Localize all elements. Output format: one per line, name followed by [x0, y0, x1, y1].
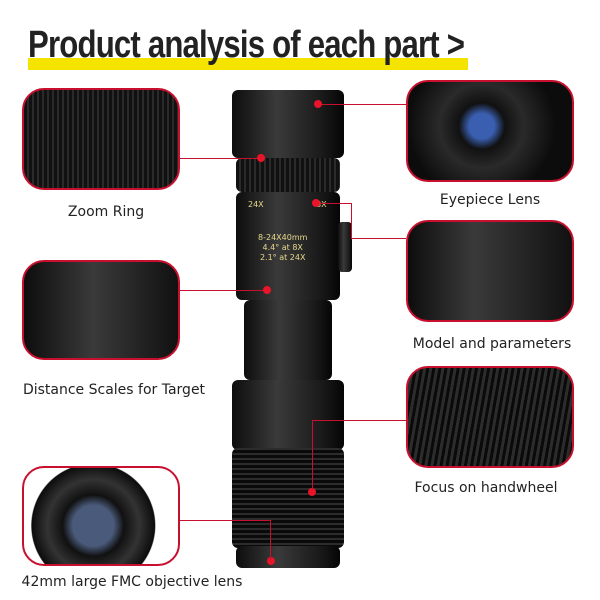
- marker-dot: [312, 199, 320, 207]
- leader-line: [270, 520, 271, 560]
- leader-line: [318, 104, 406, 105]
- focus-label: Focus on handwheel: [414, 480, 558, 496]
- zoom-ring: [236, 158, 340, 192]
- monocular-body: [236, 192, 340, 300]
- model-callout: [406, 220, 574, 322]
- eyepiece-callout: [406, 80, 574, 182]
- leader-line: [312, 420, 313, 490]
- focus-wheel: [338, 222, 352, 272]
- title-highlight: [28, 58, 468, 70]
- objective-end: [236, 546, 340, 568]
- leader-line: [351, 238, 406, 239]
- distance-callout: [22, 260, 180, 360]
- focus-grip-knurl: [232, 448, 344, 548]
- zoom-ring-label: Zoom Ring: [67, 204, 145, 220]
- marker-dot: [314, 100, 322, 108]
- zoom-ring-callout: [22, 88, 180, 190]
- leader-line: [351, 203, 352, 239]
- eyepiece-label: Eyepiece Lens: [439, 192, 541, 208]
- objective-callout: [22, 466, 180, 566]
- marker-dot: [263, 286, 271, 294]
- leader-line: [180, 290, 266, 291]
- focus-grip: [232, 380, 344, 450]
- focus-callout: [406, 366, 574, 468]
- leader-line: [180, 520, 270, 521]
- model-label: Model and parameters: [412, 336, 572, 352]
- page-title: Product analysis of each part >: [28, 24, 465, 66]
- objective-label: 42mm large FMC objective lens: [21, 574, 243, 590]
- leader-line: [316, 203, 352, 204]
- monocular-eyecup: [232, 90, 344, 158]
- marker-dot: [308, 488, 316, 496]
- marker-dot: [267, 557, 275, 565]
- marker-dot: [257, 154, 265, 162]
- leader-line: [312, 420, 406, 421]
- distance-scale-barrel: [244, 300, 332, 380]
- chevron-right-icon: >: [446, 24, 465, 66]
- leader-line: [180, 158, 260, 159]
- distance-label: Distance Scales for Target: [22, 382, 206, 398]
